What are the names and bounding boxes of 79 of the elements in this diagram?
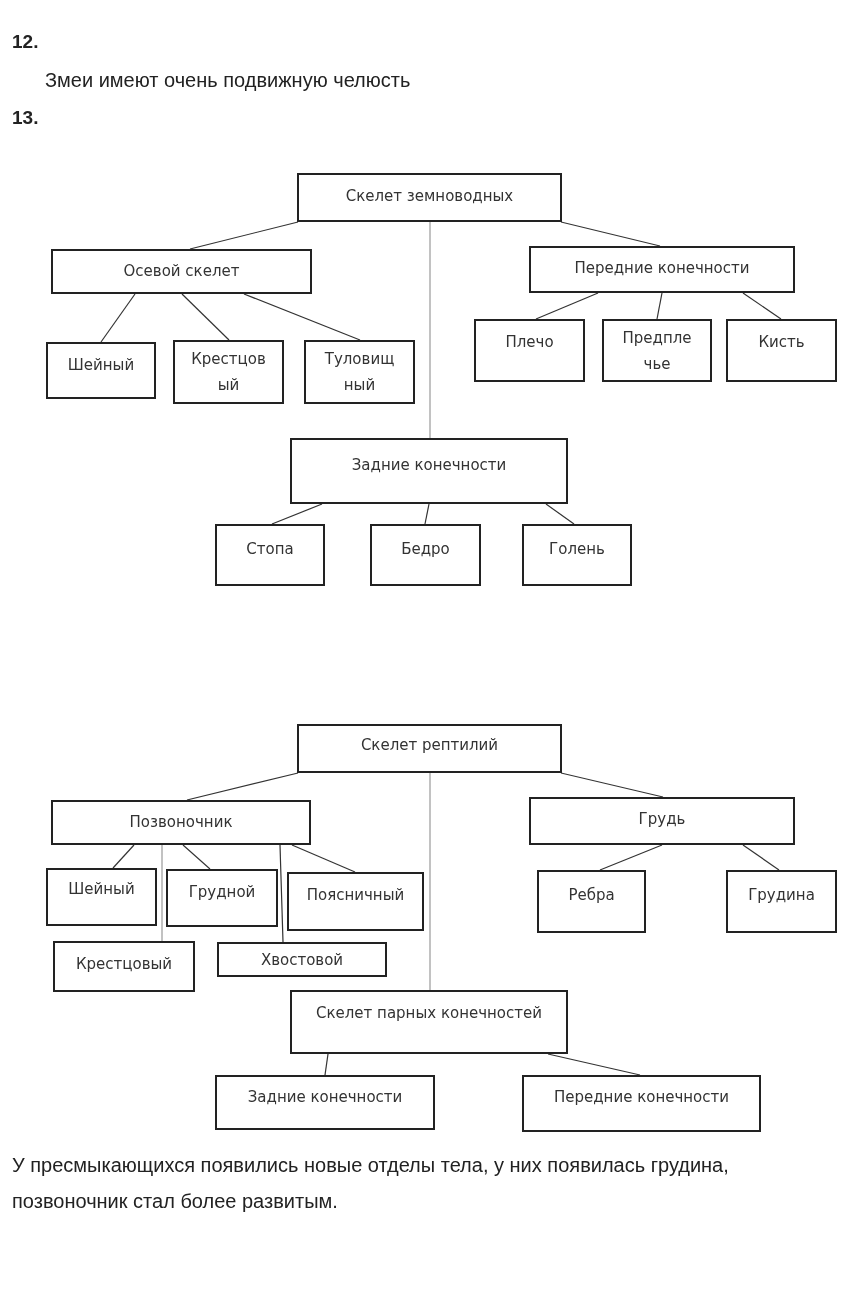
category-box xyxy=(370,524,481,586)
connector-line xyxy=(535,292,599,320)
box-label: Грудь xyxy=(638,809,686,830)
box-label: Предпле чье xyxy=(621,328,693,375)
connector-line xyxy=(100,293,136,343)
box-label: Ребра xyxy=(568,885,615,906)
box-label: Стопа xyxy=(246,539,294,560)
category-box xyxy=(53,941,195,992)
box-label: Грудина xyxy=(748,885,815,906)
category-box xyxy=(304,340,415,404)
connector-line xyxy=(599,844,663,871)
category-box xyxy=(287,872,424,931)
category-box xyxy=(173,340,284,404)
category-box xyxy=(290,438,568,504)
box-label: Осевой скелет xyxy=(123,261,240,282)
box-label: Позвоночник xyxy=(129,812,233,833)
answer-text: Змеи имеют очень подвижную челюсть xyxy=(45,68,412,93)
box-label: Передние конечности xyxy=(553,1087,729,1108)
connector-line xyxy=(560,772,664,798)
box-label: Бедро xyxy=(401,539,450,560)
category-box xyxy=(474,319,585,382)
category-box xyxy=(215,1075,435,1130)
connector-line xyxy=(324,1053,329,1076)
connector-line xyxy=(186,772,299,801)
category-box xyxy=(537,870,646,933)
box-label: Задние конечности xyxy=(351,455,507,476)
connector-line xyxy=(182,844,211,870)
connector-line xyxy=(742,292,782,320)
box-label: Задние конечности xyxy=(247,1087,403,1108)
category-box xyxy=(51,800,311,845)
category-box xyxy=(726,319,837,382)
box-label: Скелет парных конечностей xyxy=(316,1003,542,1024)
connector-line xyxy=(545,503,575,525)
connector-line xyxy=(560,221,661,247)
category-box xyxy=(166,869,278,927)
connector-line xyxy=(424,503,430,525)
connector-line xyxy=(279,844,284,943)
category-box xyxy=(46,868,157,926)
box-label: Крестцовый xyxy=(75,954,173,975)
box-label: Передние конечности xyxy=(574,258,750,279)
box-label: Поясничный xyxy=(306,885,405,906)
box-label: Туловищ ный xyxy=(323,349,396,396)
box-label: Плечо xyxy=(505,332,554,353)
box-label: Кисть xyxy=(758,332,805,353)
connector-line xyxy=(429,772,431,991)
category-box xyxy=(529,246,795,293)
category-box xyxy=(529,797,795,845)
connector-line xyxy=(429,221,431,439)
connector-line xyxy=(112,844,135,869)
item-number: 13. xyxy=(12,106,40,130)
answer-text: У пресмыкающихся появились новые отделы тела, у них появилась грудина, позвоночник стал более развитым. xyxy=(12,1153,730,1214)
category-box xyxy=(602,319,712,382)
box-label: Хвостовой xyxy=(260,950,344,971)
category-box xyxy=(46,342,156,399)
connector-line xyxy=(547,1053,641,1076)
connector-line xyxy=(291,844,356,873)
connector-line xyxy=(189,221,299,250)
box-label: Крестцов ый xyxy=(190,349,267,396)
item-number: 12. xyxy=(12,30,40,54)
connector-line xyxy=(243,293,361,341)
box-label: Голень xyxy=(549,539,605,560)
category-box xyxy=(522,1075,761,1132)
connector-line xyxy=(181,293,230,341)
box-label: Шейный xyxy=(68,879,135,900)
connector-line xyxy=(161,844,163,942)
category-box xyxy=(297,724,562,773)
connector-line xyxy=(656,292,663,320)
category-box xyxy=(726,870,837,933)
box-label: Скелет рептилий xyxy=(360,735,499,756)
category-box xyxy=(217,942,387,977)
box-label: Грудной xyxy=(188,882,256,903)
category-box xyxy=(51,249,312,294)
category-box xyxy=(290,990,568,1054)
box-label: Шейный xyxy=(67,355,135,376)
connector-line xyxy=(742,844,780,871)
box-label: Скелет земноводных xyxy=(345,186,514,207)
category-box xyxy=(215,524,325,586)
category-box xyxy=(297,173,562,222)
category-box xyxy=(522,524,632,586)
